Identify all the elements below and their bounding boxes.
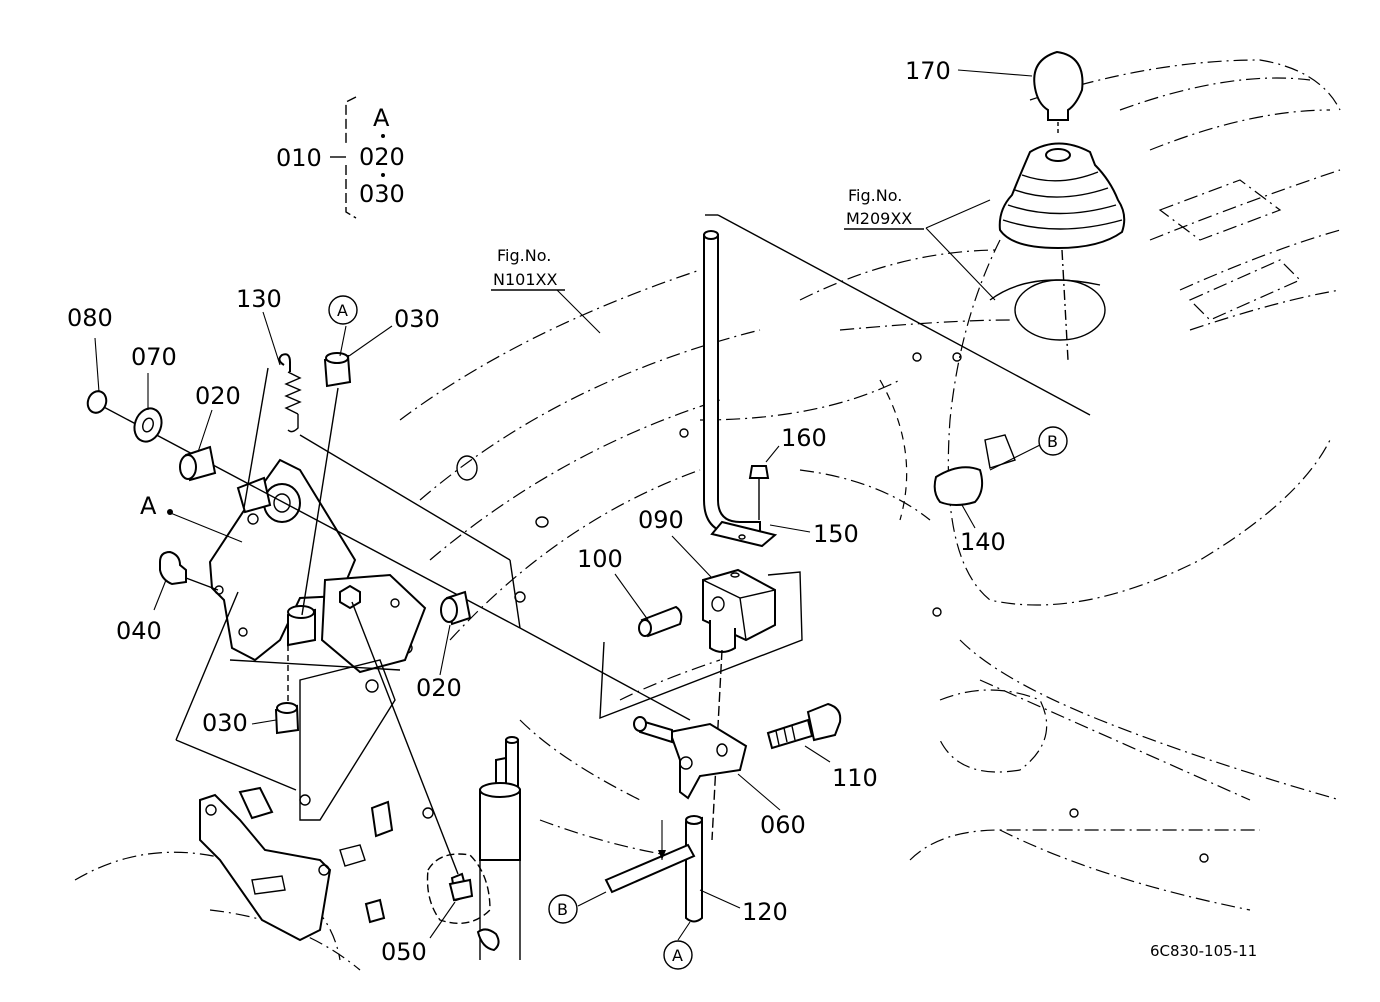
circle-ref-letter: B: [1047, 432, 1058, 451]
bracket-assembly: [175, 458, 427, 942]
grommet-140: [933, 434, 1016, 506]
fig-ref-n101xx-title: Fig.No.: [497, 246, 551, 265]
rod-120: [685, 815, 703, 923]
part-label: 030: [394, 305, 440, 333]
bracket-060: [633, 716, 748, 800]
pin-100: [638, 605, 683, 638]
circle-ref-a-bottom: A: [663, 940, 693, 970]
circle-ref-b-right: B: [1038, 426, 1068, 456]
part-label: 030: [202, 709, 248, 737]
group-item-020: 020: [359, 143, 405, 171]
part-label: 090: [638, 506, 684, 534]
circle-ref-a-top: A: [328, 295, 358, 325]
part-label: 070: [131, 343, 177, 371]
fig-ref-m209xx-code: M209XX: [846, 209, 912, 228]
fig-ref-m209xx: Fig.No. M209XX: [844, 186, 924, 230]
snap-ring-080: [86, 390, 108, 414]
part-labels: 170 130 030 080 070 020 160 090 150 140 …: [67, 57, 1006, 966]
point-a-marker: A: [140, 492, 173, 520]
part-label: 100: [577, 545, 623, 573]
part-label: 020: [416, 674, 462, 702]
spring-130: [243, 353, 302, 509]
part-label: 050: [381, 938, 427, 966]
circle-ref-b-bottom: B: [548, 894, 578, 924]
plate-150: [710, 520, 778, 548]
part-label: 080: [67, 304, 113, 332]
cylinder: [479, 736, 521, 960]
part-label: 150: [813, 520, 859, 548]
part-label: 040: [116, 617, 162, 645]
part-label: 160: [781, 424, 827, 452]
block-090: [599, 568, 803, 841]
group-bracket: 010 A 020 030: [276, 96, 405, 219]
shift-boot: [998, 142, 1126, 361]
fig-ref-m209xx-title: Fig.No.: [848, 186, 902, 205]
washer-070: [133, 407, 163, 443]
bolt-160: [748, 465, 770, 520]
shift-opening: [989, 279, 1106, 341]
pin-b-strip: [604, 820, 696, 894]
shift-knob: [1033, 50, 1084, 135]
part-label: 140: [960, 528, 1006, 556]
part-label: 120: [742, 898, 788, 926]
group-item-a: A: [373, 104, 390, 132]
part-label: 110: [832, 764, 878, 792]
group-item-030: 030: [359, 180, 405, 208]
fig-ref-n101xx: Fig.No. N101XX: [491, 246, 565, 291]
bushing-030-bottom: [274, 645, 300, 735]
shift-lever: [703, 214, 1091, 535]
bolt-110: [766, 702, 842, 750]
circle-ref-letter: B: [557, 900, 568, 919]
grease-nipple-040: [159, 550, 219, 591]
fitting-050: [351, 601, 491, 924]
part-label: 170: [905, 57, 951, 85]
bushing-030-top: [301, 352, 352, 616]
group-parent-label: 010: [276, 144, 322, 172]
point-a-label: A: [140, 492, 157, 520]
part-label: 060: [760, 811, 806, 839]
circle-ref-letter: A: [672, 946, 683, 965]
part-label: 020: [195, 382, 241, 410]
bushing-020-left: [179, 445, 217, 482]
axis-line-left: [99, 404, 691, 721]
part-label: 130: [236, 285, 282, 313]
drawing-code: 6C830-105-11: [1150, 942, 1257, 960]
fig-ref-n101xx-code: N101XX: [493, 270, 557, 289]
bushing-020-right: [440, 590, 472, 626]
circle-ref-letter: A: [337, 301, 348, 320]
leader-lines: [94, 69, 1041, 941]
clip-bottom: [476, 928, 500, 952]
